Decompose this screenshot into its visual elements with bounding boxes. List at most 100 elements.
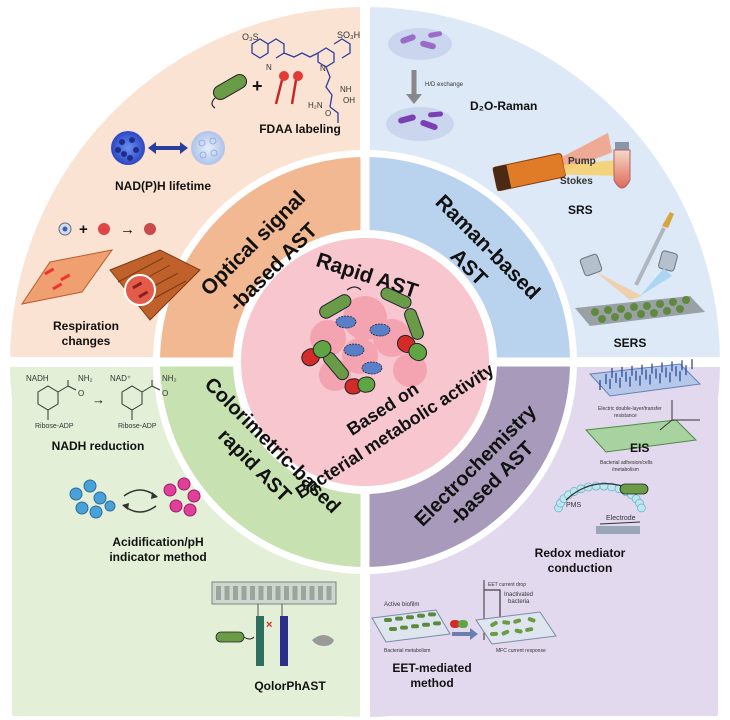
mediator-particle (637, 503, 646, 513)
molecule-label: O (325, 109, 331, 118)
well (216, 586, 221, 600)
active-biofilm-label: Active biofilm (384, 602, 419, 608)
well (301, 586, 306, 600)
microplate-icon (211, 581, 337, 605)
qolorphast-label: QolorPhAST (254, 679, 326, 693)
bacterial-metabolism-label: Bacterial metabolism (384, 648, 430, 654)
fdaa-illustration: + O₃S SO₃H N N NH OH H₂N O (211, 30, 360, 123)
acidified-bead-icon (163, 483, 177, 497)
well (275, 586, 281, 600)
nadplus-text: NAD⁺ (110, 374, 131, 383)
biofilm-bacterium (400, 625, 408, 630)
nad-structure-icon (121, 380, 161, 420)
molecule-label: H₂N (308, 101, 323, 110)
well (241, 586, 247, 600)
electrode-pillars (599, 359, 693, 390)
deuterated-drop-icon (386, 107, 454, 141)
eis-caption: resistance (614, 413, 637, 419)
d2o-raman-label: D₂O-Raman (470, 99, 537, 113)
bacterium-icon (215, 631, 245, 643)
stokes-label: Stokes (560, 176, 593, 187)
electrode-label: Electrode (606, 515, 636, 522)
nadph-illustration (111, 131, 225, 165)
inactivated-bacterium (490, 631, 498, 637)
antibiotic-pill-icon (344, 376, 376, 395)
flagellum (211, 97, 216, 109)
biofilm-bacterium (428, 612, 436, 617)
color-strip-icon (280, 616, 288, 666)
srs-label: SRS (568, 203, 593, 217)
bacterium-icon (380, 287, 412, 309)
bacterium-icon (619, 483, 649, 495)
fdaa-molecule-icon (251, 38, 351, 123)
eis-illustration: Electric double-layer/transfer resistanc… (584, 359, 702, 473)
microchannel-icon (20, 249, 201, 321)
flagellum (346, 286, 362, 291)
inactivated-bacterium (502, 620, 511, 625)
acidification-label-line1: Acidification/pH (112, 535, 203, 549)
nadph-label: NAD(P)H lifetime (115, 179, 211, 193)
spiky-bacterium-icon (361, 361, 383, 375)
well (292, 586, 298, 600)
inactivated-bacterium (525, 627, 534, 632)
biofilm-bacterium (422, 622, 430, 627)
molecule-label: O₃S (242, 32, 259, 42)
fdaa-label: FDAA labeling (259, 122, 341, 136)
eis-caption: /metabolism (612, 467, 639, 473)
molecule-label: NH (340, 85, 352, 94)
biofilm-bacterium (411, 624, 419, 629)
reaction-arrow: → (92, 392, 105, 407)
spiky-bacterium-icon (343, 343, 365, 357)
o-text: O (162, 389, 168, 398)
laser-icon (492, 132, 618, 192)
color-strip-icon (256, 616, 264, 666)
reaction-arrow: → (120, 221, 135, 238)
qolorphast-illustration: × (211, 581, 337, 666)
eis-caption: Bacterial adhesion/cells (600, 460, 653, 466)
d2o-illustration (386, 28, 454, 141)
molecule-label: N (320, 64, 326, 73)
sers-illustration (575, 212, 705, 326)
active-cell-icon (111, 131, 145, 165)
sers-label: SERS (614, 336, 647, 350)
respiration-illustration: + → (20, 221, 201, 321)
nadh-reduction-illustration: NADH NH₂ O Ribose-ADP → NAD⁺ NH₂ O Ribos… (26, 374, 177, 430)
biofilm-layer-icon (584, 419, 698, 453)
redox-label-line2: conduction (548, 561, 613, 575)
well (318, 586, 323, 600)
molecule-label: OH (343, 96, 355, 105)
antibiotic-pill-icon (396, 334, 428, 362)
electrode-icon (596, 526, 640, 534)
nadh-structure-icon (37, 380, 77, 420)
inactivated-bacterium (514, 628, 523, 634)
respiration-label-line2: changes (62, 334, 111, 348)
well (309, 586, 315, 600)
bacterium-icon (212, 74, 248, 100)
bacteria-drop-icon (388, 28, 452, 60)
eis-label: EIS (630, 441, 649, 455)
molecule-label: N (266, 63, 272, 72)
magnified-cell-icon (124, 274, 156, 306)
electrode-layer-icon (588, 363, 702, 397)
active-biofilm-plate (371, 609, 451, 643)
bacterium-icon (319, 294, 352, 319)
well (233, 586, 238, 600)
fdaa-probe-icon (274, 71, 303, 105)
redox-illustration: PMS Electrode (554, 481, 649, 534)
biofilm-bacterium (395, 616, 403, 621)
eet-label-line2: method (410, 676, 453, 690)
well (326, 586, 332, 600)
inactivated-bacterium (501, 629, 510, 636)
biofilm-bacterium (417, 613, 425, 618)
srs-illustration: Pump Stokes (492, 132, 631, 192)
well (250, 586, 255, 600)
sample-tube-icon (613, 142, 631, 189)
biofilm-bacterium (433, 621, 441, 626)
product-icon (144, 223, 156, 235)
biofilm-bacteria (384, 612, 441, 631)
molecule-label: SO₃H (337, 30, 360, 40)
host-cell (393, 353, 427, 387)
center-bacteria-illustration (301, 286, 428, 395)
antibiotic-pill-icon (301, 340, 332, 367)
